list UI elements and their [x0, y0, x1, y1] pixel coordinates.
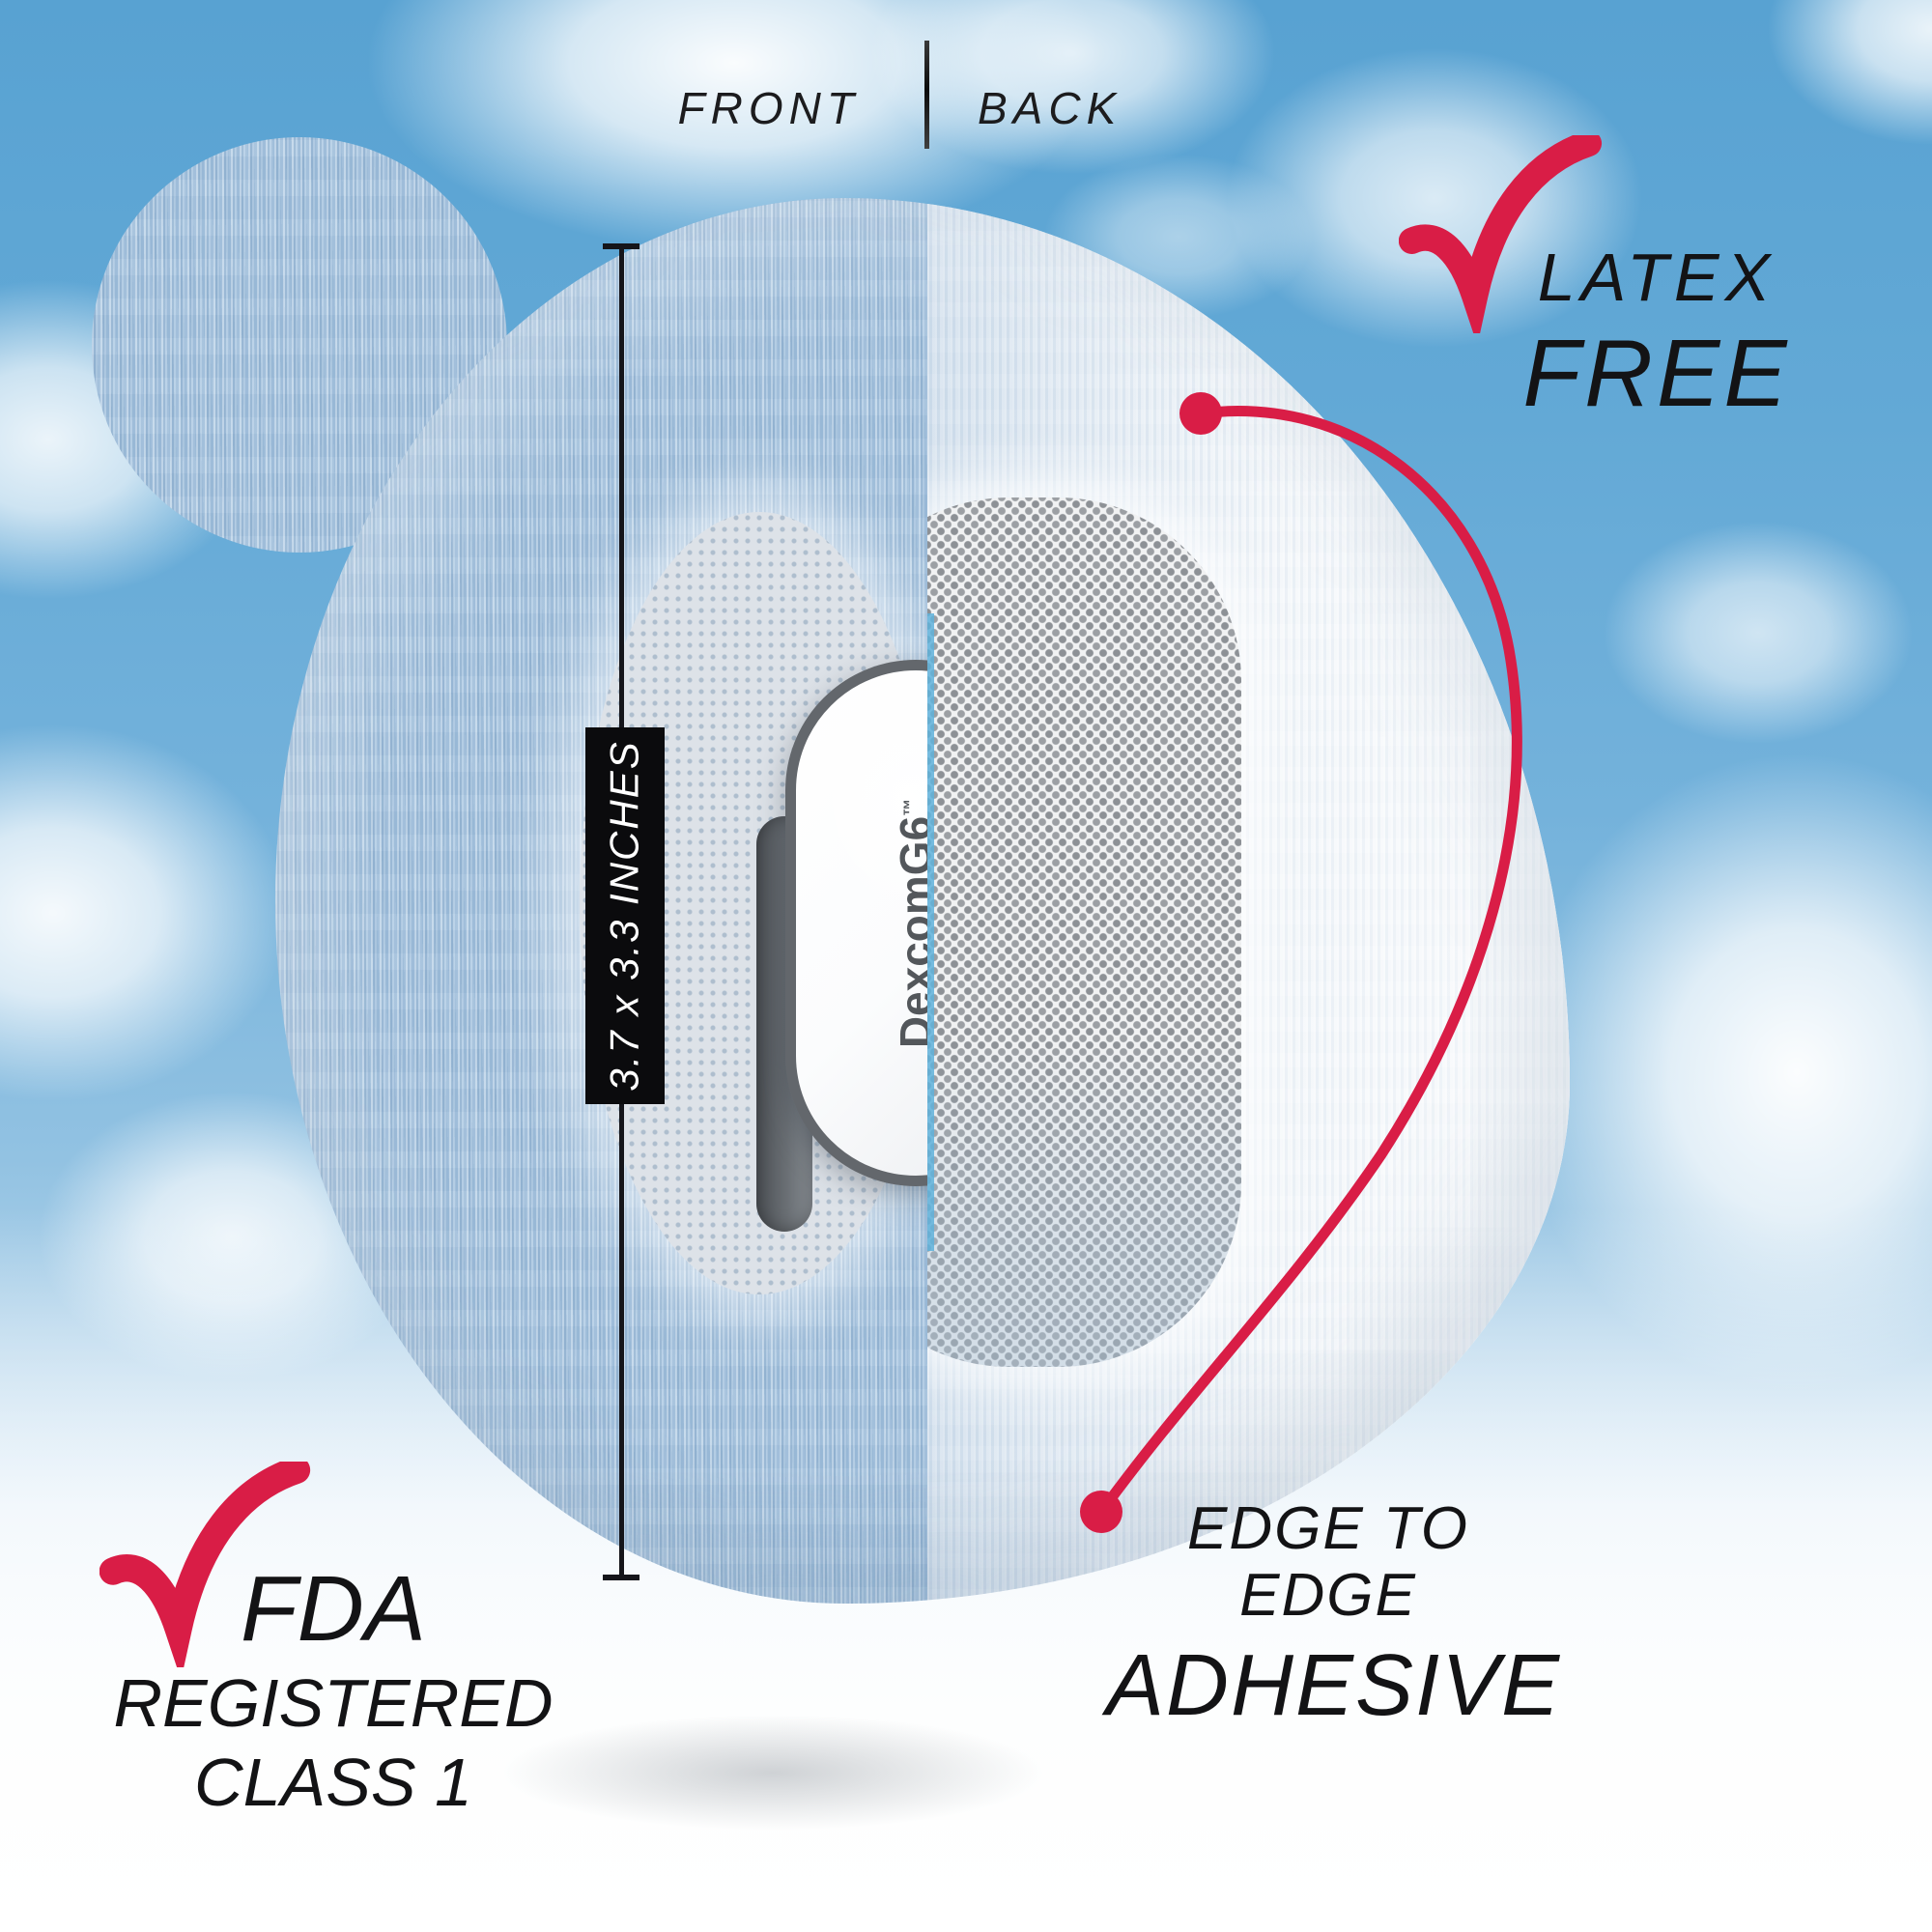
perforated-mesh — [927, 497, 1241, 1367]
measurement-tick-bottom — [603, 1575, 639, 1580]
cloud — [1604, 522, 1913, 744]
fda-callout: FDA REGISTERED CLASS 1 — [92, 1557, 575, 1820]
size-label: 3.7 x 3.3 INCHES — [602, 740, 647, 1092]
back-view-label: BACK — [978, 83, 1122, 133]
adhesive-callout: EDGE TO EDGE ADHESIVE — [1106, 1495, 1562, 1735]
seam-blue-strip — [927, 613, 934, 1251]
patch-back-half — [927, 198, 1570, 1604]
checkmark-icon — [99, 1462, 311, 1667]
adhesive-patch: DexcomG6™ — [275, 198, 1570, 1604]
front-back-divider — [924, 41, 929, 149]
cloud — [0, 724, 290, 1101]
class-line: CLASS 1 — [194, 1744, 472, 1820]
device-trademark: ™ — [899, 798, 920, 816]
patch-shadow — [502, 1715, 1043, 1831]
device-label: DexcomG6 — [891, 815, 927, 1048]
latex-free-callout: LATEX FREE — [1512, 240, 1802, 427]
edge-to-edge-line: EDGE TO EDGE — [1187, 1495, 1469, 1630]
size-label-box: 3.7 x 3.3 INCHES — [585, 727, 665, 1104]
adhesive-line: ADHESIVE — [1106, 1636, 1562, 1734]
checkmark-icon — [1399, 135, 1603, 333]
free-line: FREE — [1522, 320, 1791, 427]
sensor-brand-text: DexcomG6™ — [785, 660, 927, 1186]
patch-front-half: DexcomG6™ — [275, 198, 927, 1604]
cloud — [1768, 0, 1932, 145]
registered-line: REGISTERED — [113, 1664, 554, 1741]
latex-line: LATEX — [1537, 240, 1776, 315]
edge-callout-curve — [1080, 392, 1522, 1533]
front-view-label: FRONT — [677, 83, 860, 133]
fda-line: FDA — [241, 1557, 426, 1661]
